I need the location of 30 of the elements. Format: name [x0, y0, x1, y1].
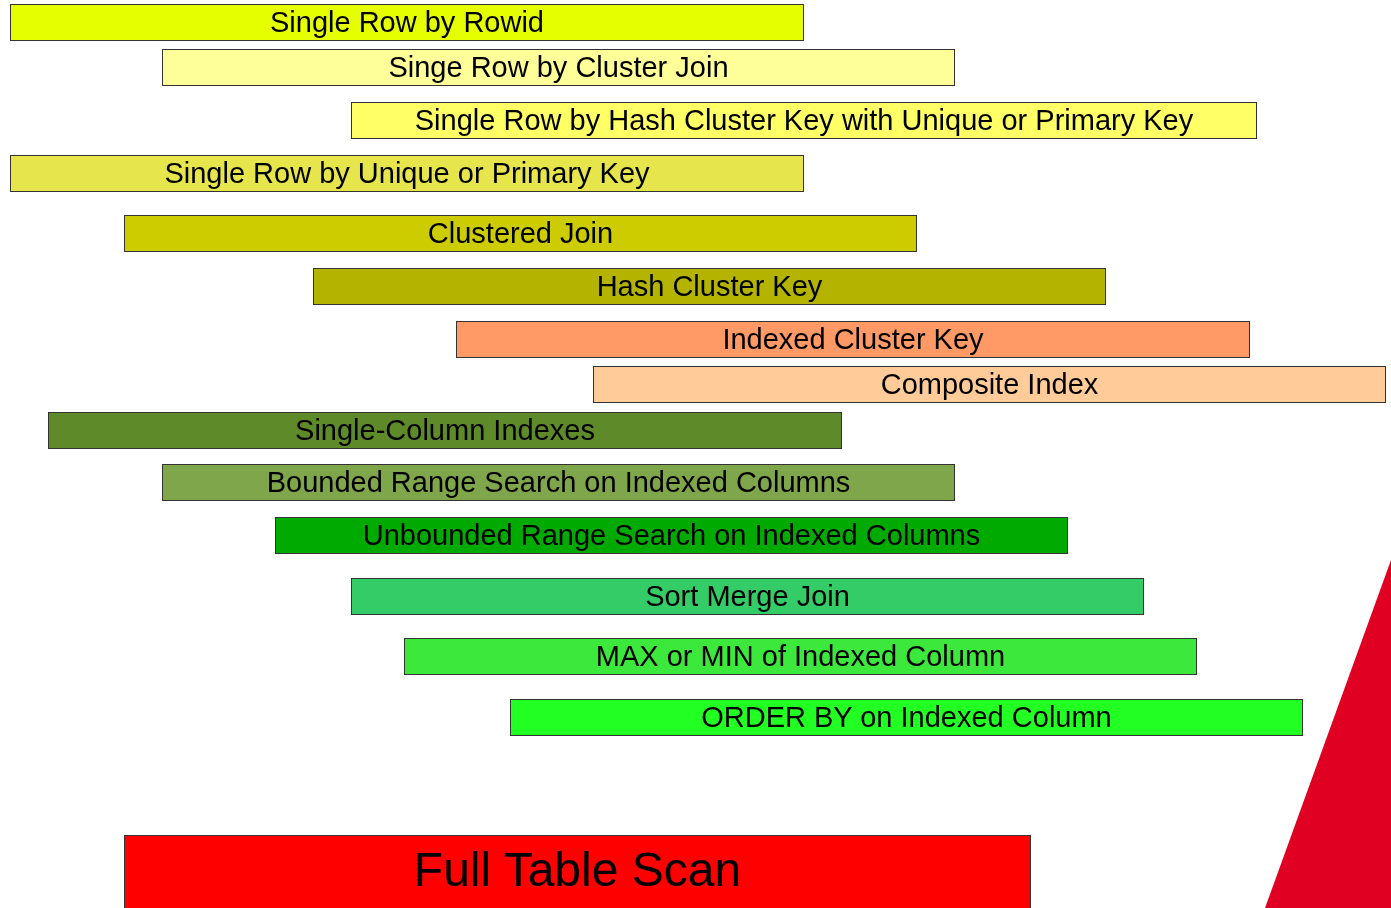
bar: [351, 102, 1257, 139]
bar: [456, 321, 1250, 358]
bar-label: Unbounded Range Search on Indexed Columns: [362, 521, 981, 550]
bar-label: Single Row by Unique or Primary Key: [164, 159, 650, 188]
bar-label: Hash Cluster Key: [596, 272, 823, 301]
bar: [162, 464, 955, 501]
bar: [275, 517, 1068, 554]
bar: [510, 699, 1303, 736]
bar-label: ORDER BY on Indexed Column: [701, 703, 1112, 732]
bar-label: Singe Row by Cluster Join: [388, 53, 729, 82]
bar: [124, 215, 917, 252]
bar: [48, 412, 842, 449]
bar-label: Single-Column Indexes: [295, 416, 595, 445]
bar-label: Clustered Join: [427, 219, 614, 248]
bar: [313, 268, 1106, 305]
bar-label: MAX or MIN of Indexed Column: [595, 642, 1006, 671]
bar-label: Sort Merge Join: [645, 582, 850, 611]
bar: [10, 155, 804, 192]
bar: [124, 835, 1031, 908]
bar: [351, 578, 1144, 615]
bar: [404, 638, 1197, 675]
bar: [10, 4, 804, 41]
bar-label: Full Table Scan: [413, 846, 742, 894]
bar-label: Indexed Cluster Key: [722, 325, 984, 354]
bar-label: Composite Index: [880, 370, 1099, 399]
bar-label: Bounded Range Search on Indexed Columns: [266, 468, 851, 497]
bar-label: Single Row by Rowid: [270, 8, 544, 37]
bar: [593, 366, 1386, 403]
bar-label: Single Row by Hash Cluster Key with Unique or Primary Key: [414, 106, 1194, 135]
bar: [162, 49, 955, 86]
